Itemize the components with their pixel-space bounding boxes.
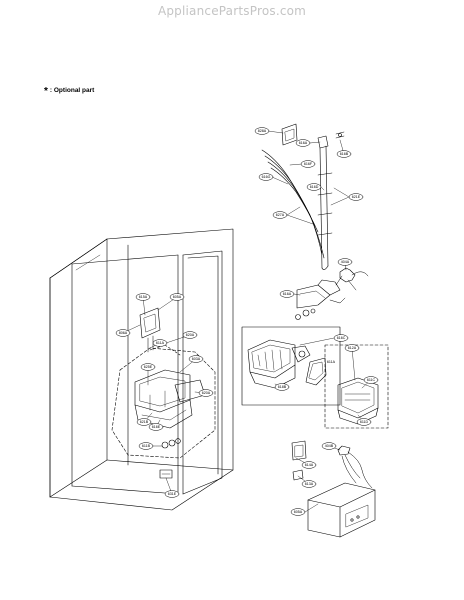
callout-label-611a-2: 611A <box>327 360 336 364</box>
callout-bubbles <box>115 127 379 516</box>
callout-label-616a: 616A <box>299 141 308 145</box>
callout-612a <box>344 344 360 352</box>
legend-symbol: * <box>44 86 48 97</box>
callout-631e <box>164 490 180 498</box>
callout-806a <box>115 329 131 337</box>
callout-613a <box>301 480 317 488</box>
callout-611d <box>356 418 372 426</box>
callout-label-404a: 404A <box>341 260 350 264</box>
callout-label-616e: 616E <box>152 425 161 429</box>
callout-616c <box>333 334 349 342</box>
callout-label-616b: 616B <box>340 152 349 156</box>
callout-615a <box>135 293 151 301</box>
refrigerator-cabinet <box>49 228 234 511</box>
callout-label-618b: 618B <box>278 385 287 389</box>
callout-618b <box>274 383 290 391</box>
ice-bucket-box <box>324 344 389 429</box>
icemaker-exploded-box <box>241 326 341 406</box>
callout-614a <box>301 461 317 469</box>
water-valve-assembly <box>295 279 346 320</box>
callout-616e <box>148 423 164 431</box>
optional-part-legend: *: Optional part <box>44 86 94 97</box>
callout-603a <box>188 355 204 363</box>
callout-label-616g: 616G <box>262 175 271 179</box>
callout-828a <box>254 127 270 135</box>
callout-616f <box>300 160 316 168</box>
callout-625e <box>140 363 156 371</box>
callout-label-631e: 631E <box>168 492 177 496</box>
callout-label-603a: 603A <box>192 357 201 361</box>
callout-616a2 <box>279 290 295 298</box>
callout-605a2 <box>290 508 306 516</box>
callout-label-605a: 605A <box>173 295 182 299</box>
callout-627a <box>272 211 288 219</box>
callout-label-616d: 616D <box>310 185 319 189</box>
callout-label-611a: 611A <box>156 341 165 345</box>
callout-label-605a-2: 605A <box>294 510 303 514</box>
water-tube-assembly <box>261 123 369 291</box>
callout-404b <box>321 442 337 450</box>
callout-616d <box>306 183 322 191</box>
callout-label-616f: 616F <box>304 162 313 166</box>
callout-620a <box>182 331 198 339</box>
callout-label-611d: 611D <box>360 420 369 424</box>
callout-616g <box>258 173 274 181</box>
callout-616b <box>336 150 352 158</box>
callout-611a <box>152 339 168 347</box>
callout-label-611c: 611C <box>367 378 376 382</box>
callout-620a2 <box>198 389 214 397</box>
callout-labels: 828A 616A 616B 616F 616G 616D 621E 627A … <box>119 129 376 514</box>
leader-lines <box>122 130 372 513</box>
callout-label-612a: 612A <box>348 346 357 350</box>
callout-label-621e: 621E <box>352 195 361 199</box>
callout-label-404b: 404B <box>325 444 334 448</box>
callout-label-616a-2: 616A <box>283 292 292 296</box>
legend-text: : Optional part <box>49 87 95 94</box>
callout-621e <box>348 193 364 201</box>
callout-611c <box>363 376 379 384</box>
callout-616a <box>295 139 311 147</box>
callout-label-616c: 616C <box>337 336 346 340</box>
callout-label-614a: 614A <box>305 463 314 467</box>
site-watermark: AppliancePartsPros.com <box>157 4 307 18</box>
callout-label-625e: 625E <box>144 365 153 369</box>
callout-605a <box>169 293 185 301</box>
callout-label-627a: 627A <box>276 213 285 217</box>
callout-label-828a: 828A <box>258 129 267 133</box>
callout-611b <box>138 442 154 450</box>
control-and-wiring-parts <box>291 440 376 538</box>
callout-label-806a: 806A <box>119 331 128 335</box>
callout-621b <box>136 418 152 426</box>
callout-404a <box>337 258 353 266</box>
callout-label-620a-2: 620A <box>202 391 211 395</box>
callout-label-613a: 613A <box>305 482 314 486</box>
callout-label-620a: 620A <box>186 333 195 337</box>
callout-label-611b: 611B <box>142 444 151 448</box>
callout-label-615a: 615A <box>139 295 148 299</box>
callout-label-621b: 621B <box>140 420 149 424</box>
